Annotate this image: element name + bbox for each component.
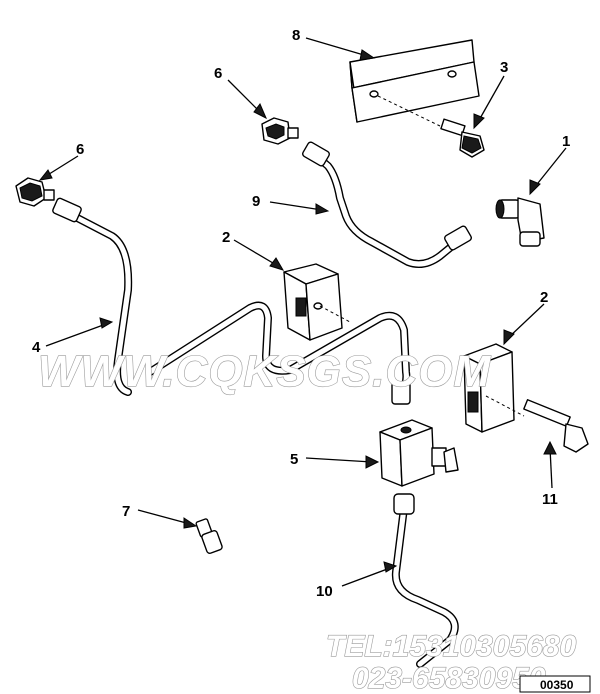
callout-10: 10 [316,583,333,600]
nut-6-top [261,117,299,145]
callout-1: 1 [562,133,570,150]
tube-4 [52,197,133,396]
callout-9: 9 [252,193,260,210]
tube-10 [391,493,459,668]
arrowhead-9 [315,203,330,215]
arrowhead-6-top [253,103,267,120]
leader-5 [305,457,373,463]
capscrew-3 [440,118,485,158]
leader-11 [549,447,553,489]
callout-5: 5 [290,451,298,468]
callout-7: 7 [122,503,130,520]
leader-9 [269,201,323,211]
arrowhead-10 [383,561,398,573]
arrowhead-1 [529,179,541,196]
leader-4 [45,323,107,347]
tee-fitting-5 [379,419,459,487]
leader-10 [341,567,391,587]
arrowhead-2-right [503,329,515,346]
tube-9 [302,141,472,268]
arrowhead-6-left [38,169,53,181]
bolt-11 [523,399,589,453]
arrowhead-11 [543,440,557,455]
arrowhead-3 [473,113,485,130]
watermark-tel: TEL:15310305680 [326,630,576,663]
arrowhead-7 [183,517,198,529]
arrowhead-5 [365,455,380,469]
callout-6-left: 6 [76,141,84,158]
leader-2-right [507,303,545,339]
figure-code-box [519,675,591,693]
callout-11: 11 [542,491,558,508]
return-tube-main [146,301,411,405]
arrowhead-4 [99,317,114,329]
callout-4: 4 [32,339,41,356]
leader-1 [533,147,567,189]
callout-2-center: 2 [222,229,230,246]
callout-3: 3 [500,59,508,76]
arrowhead-2-center [269,257,285,271]
callout-2-right: 2 [540,289,548,306]
leader-7 [137,509,191,525]
callout-8: 8 [292,27,300,44]
figure-code: 00350 [540,678,574,692]
assembly-line-11 [485,395,525,417]
arrowhead-8 [359,49,376,61]
clamp-block-2-right [463,343,515,433]
leader-2-center [233,239,279,267]
leader-6-left [45,155,79,177]
connector-7 [195,518,223,554]
callout-6-top: 6 [214,65,222,82]
plate-bracket-8 [349,39,480,123]
watermark-phone: 023-65830950 [352,662,546,694]
elbow-fitting-1 [495,197,545,247]
nut-6-left [15,177,55,207]
watermark-site: WWW.CQKSGS.COM [38,347,491,396]
leader-3 [477,75,505,123]
clamp-block-2-center [283,263,343,341]
